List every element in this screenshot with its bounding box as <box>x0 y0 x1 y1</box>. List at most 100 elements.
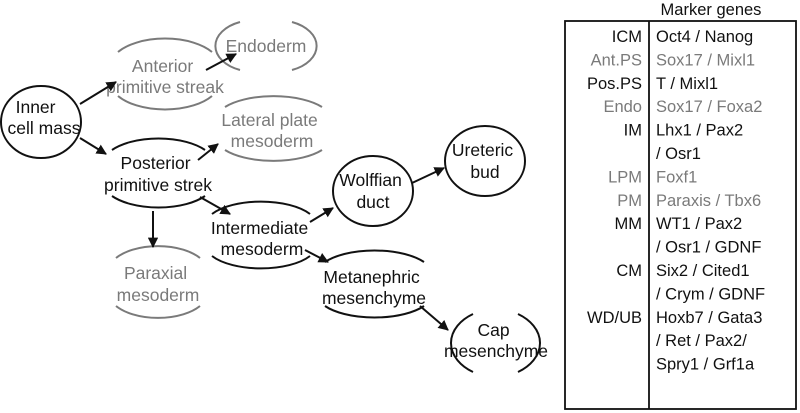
table-genes-8-0: Six2 / Cited1 <box>656 262 750 280</box>
node-cap-mesenchyme: Cap mesenchyme <box>444 313 548 373</box>
node-posterior-ps-line1: Posterior <box>121 153 191 173</box>
node-ureteric-bud-outline <box>444 125 526 197</box>
node-anterior-ps-arc-bottom <box>117 95 213 111</box>
table-genes-5-0: Foxf1 <box>656 168 697 186</box>
arrow-im-to-wolffian <box>309 207 334 223</box>
node-wolffian-duct-line1: Wolffian <box>339 170 402 190</box>
table-genes-9-1: / Ret / Pax2/ <box>656 332 747 350</box>
node-lpm-arc-top <box>224 95 323 108</box>
table-abbr-4: IM <box>624 122 642 140</box>
table-genes-3-0: Sox17 / Foxa2 <box>656 98 762 116</box>
table-genes-2-0: T / Mixl1 <box>656 75 718 93</box>
svg-text:Paraxial mesoderm: Paraxial mesoderm <box>117 263 200 305</box>
table-header: Marker genes <box>661 1 762 19</box>
node-lateral-plate-mesoderm: Lateral plate mesoderm <box>221 95 323 162</box>
table-abbr-7: MM <box>615 215 643 233</box>
node-mm-line1: Metanephric <box>323 267 420 287</box>
node-lpm-line2: mesoderm <box>231 131 314 151</box>
node-im-line1: Intermediate <box>211 218 308 238</box>
arrow-wolffian-to-ureteric <box>411 167 445 184</box>
node-anterior-ps-arc-top <box>117 37 213 53</box>
node-im-arc-bottom <box>211 255 311 270</box>
table-border <box>564 20 797 410</box>
svg-text:Inner cell mass: Inner cell mass <box>8 97 81 138</box>
table-genes-0-0: Oct4 / Nanog <box>656 28 753 46</box>
arrow-posterior-ps-to-im <box>199 196 231 215</box>
table-abbr-0: ICM <box>612 28 642 46</box>
node-inner-cell-mass: Inner cell mass <box>0 85 82 159</box>
svg-text:Posterior primitive stre: Posterior primitive strek <box>104 153 212 195</box>
node-endoderm: Endoderm <box>214 21 318 71</box>
arrow-im-to-metanephric <box>304 249 329 263</box>
svg-text:Ureteric bud: Ureteric bud <box>452 140 518 182</box>
arrow-metanephric-to-cap <box>419 305 449 331</box>
table-abbr-3: Endo <box>603 98 642 116</box>
node-posterior-ps-arc-bottom <box>111 195 206 209</box>
node-inner-cell-mass-line1: Inner <box>16 97 56 117</box>
node-mm-arc-top <box>324 249 425 263</box>
table-abbr-1: Ant.PS <box>591 51 642 69</box>
table-abbr-2: Pos.PS <box>587 75 642 93</box>
svg-text:Intermediate mesoderm: Intermediate mesoderm <box>211 218 313 259</box>
node-anterior-ps-line1: Anterior <box>132 56 193 76</box>
node-lpm-line1: Lateral plate <box>221 110 317 130</box>
svg-text:Wolffian duct: Wolffian duct <box>339 170 406 212</box>
table-genes-7-1: / Osr1 / GDNF <box>656 239 761 257</box>
table-genes-4-1: / Osr1 <box>656 145 701 163</box>
node-pm-line2: mesoderm <box>117 285 200 305</box>
table-abbr-5: LPM <box>608 168 642 186</box>
node-pm-line1: Paraxial <box>124 263 187 283</box>
table-abbr-9: WD/UB <box>587 309 642 327</box>
node-mm-line2: mesenchyme <box>322 288 426 308</box>
node-wolffian-duct: Wolffian duct <box>332 155 414 227</box>
svg-text:Lateral plate mesoderm: Lateral plate mesoderm <box>221 110 322 151</box>
node-lpm-arc-bottom <box>224 149 323 162</box>
node-paraxial-mesoderm: Paraxial mesoderm <box>115 245 201 319</box>
svg-text:Endoderm: Endoderm <box>226 36 307 56</box>
table-genes-7-0: WT1 / Pax2 <box>656 215 742 233</box>
node-inner-cell-mass-outline <box>0 85 82 159</box>
node-wolffian-duct-line2: duct <box>356 192 389 212</box>
table-genes-9-2: Spry1 / Grf1a <box>656 356 755 374</box>
node-metanephric-mesenchyme: Metanephric mesenchyme <box>322 249 426 319</box>
node-anterior-primitive-streak: Anterior primitive streak <box>106 37 224 111</box>
table-abbr-6: PM <box>617 192 642 210</box>
node-pm-arc-bottom <box>115 305 201 319</box>
node-endoderm-line1: Endoderm <box>226 36 307 56</box>
node-posterior-ps-arc-top <box>111 137 206 151</box>
node-endoderm-arc-left <box>214 21 241 71</box>
svg-text:Anterior primitive strea: Anterior primitive streak <box>106 56 224 97</box>
node-pm-arc-top <box>115 245 201 259</box>
node-anterior-ps-line2: primitive streak <box>106 77 224 97</box>
node-cm-line2: mesenchyme <box>444 341 548 361</box>
node-cm-line1: Cap <box>478 320 510 340</box>
table-genes-4-0: Lhx1 / Pax2 <box>656 122 743 140</box>
node-posterior-primitive-streak: Posterior primitive strek <box>104 137 212 209</box>
node-inner-cell-mass-line2: cell mass <box>8 118 81 138</box>
table-genes-8-1: / Crym / GDNF <box>656 285 765 303</box>
node-cm-arc-left <box>450 313 474 373</box>
table-genes-6-0: Paraxis / Tbx6 <box>656 192 761 210</box>
node-ureteric-bud: Ureteric bud <box>444 125 526 197</box>
arrow-icm-to-anterior-ps <box>79 81 117 105</box>
table-abbr-8: CM <box>616 262 642 280</box>
node-cm-arc-right <box>517 313 541 373</box>
table-genes-1-0: Sox17 / Mixl1 <box>656 51 755 69</box>
node-posterior-ps-line2: primitive strek <box>104 175 212 195</box>
arrow-anterior-ps-to-endoderm <box>205 53 237 71</box>
node-im-line2: mesoderm <box>221 239 304 259</box>
table-genes-9-0: Hoxb7 / Gata3 <box>656 309 762 327</box>
node-intermediate-mesoderm: Intermediate mesoderm <box>211 200 313 270</box>
svg-text:Cap mesenchyme: Cap mesenchyme <box>444 320 548 361</box>
arrow-posterior-ps-to-lpm <box>197 143 219 161</box>
node-wolffian-duct-outline <box>332 155 414 227</box>
node-ureteric-bud-line2: bud <box>470 162 499 182</box>
node-ureteric-bud-line1: Ureteric <box>452 140 514 160</box>
svg-text:Metanephric mesenchyme: Metanephric mesenchyme <box>322 267 426 308</box>
node-endoderm-arc-right <box>291 21 318 71</box>
arrow-icm-to-posterior-ps <box>79 137 107 155</box>
arrows <box>79 53 449 331</box>
